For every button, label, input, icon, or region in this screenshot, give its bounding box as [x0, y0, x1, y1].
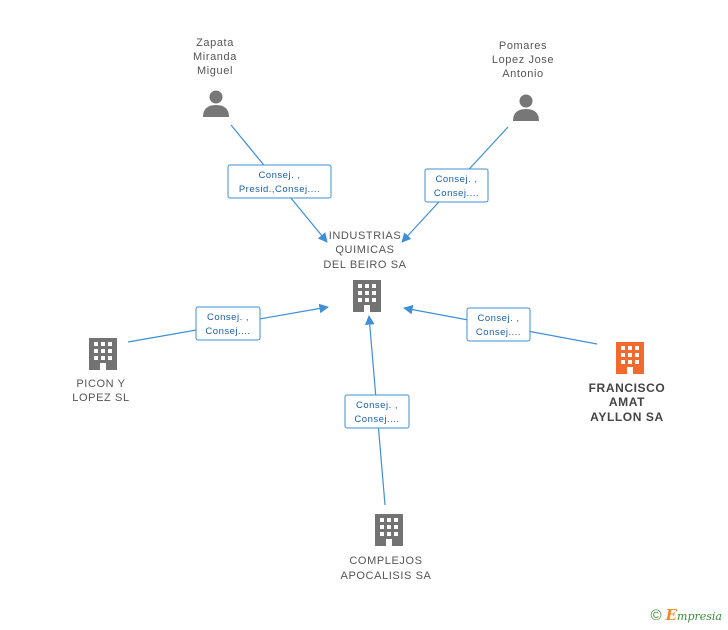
svg-text:Consej. ,: Consej. ,	[207, 312, 249, 323]
svg-text:Consej. ,: Consej. ,	[259, 170, 301, 181]
svg-text:FRANCISCO: FRANCISCO	[589, 381, 666, 395]
node-complejos[interactable]: COMPLEJOS APOCALISIS SA	[341, 514, 432, 582]
brand-initial: E	[665, 606, 678, 624]
svg-text:Antonio: Antonio	[502, 68, 544, 80]
brand-logo: Empresia	[666, 606, 722, 624]
node-picon[interactable]: PICON Y LOPEZ SL	[72, 338, 129, 404]
building-icon	[616, 342, 644, 374]
svg-text:COMPLEJOS: COMPLEJOS	[349, 555, 422, 567]
svg-text:PICON Y: PICON Y	[76, 378, 125, 390]
edge-label-complejos[interactable]: Consej. , Consej....	[344, 394, 410, 429]
building-icon	[375, 514, 403, 546]
edge-label-francisco[interactable]: Consej. , Consej....	[466, 307, 531, 342]
svg-text:QUIMICAS: QUIMICAS	[335, 244, 394, 256]
svg-text:Lopez Jose: Lopez Jose	[492, 54, 554, 66]
node-zapata[interactable]: Zapata Miranda Miguel	[193, 37, 237, 117]
svg-text:Consej. ,: Consej. ,	[478, 313, 520, 324]
svg-text:Consej....: Consej....	[205, 326, 250, 337]
svg-text:Consej....: Consej....	[476, 327, 521, 338]
svg-text:Miguel: Miguel	[197, 65, 233, 77]
edge-label-pomares[interactable]: Consej. , Consej....	[424, 168, 489, 203]
edge-label-picon[interactable]: Consej. , Consej....	[195, 306, 261, 341]
svg-text:Consej....: Consej....	[434, 188, 479, 199]
svg-text:DEL BEIRO SA: DEL BEIRO SA	[323, 259, 406, 271]
svg-text:Presid.,Consej....: Presid.,Consej....	[239, 184, 320, 195]
svg-text:APOCALISIS SA: APOCALISIS SA	[341, 570, 432, 582]
copyright-icon: ©	[650, 606, 662, 624]
svg-text:Zapata: Zapata	[196, 37, 234, 49]
footer-brand[interactable]: © Empresia	[651, 606, 722, 624]
svg-text:LOPEZ SL: LOPEZ SL	[72, 392, 129, 404]
building-icon	[353, 280, 381, 312]
node-francisco[interactable]: FRANCISCO AMAT AYLLON SA	[589, 342, 666, 424]
person-icon	[203, 90, 229, 117]
svg-text:INDUSTRIAS: INDUSTRIAS	[329, 230, 402, 242]
person-icon	[513, 94, 539, 121]
svg-text:Consej....: Consej....	[354, 414, 399, 425]
svg-text:Consej. ,: Consej. ,	[436, 174, 478, 185]
svg-text:Consej. ,: Consej. ,	[356, 400, 398, 411]
svg-text:AMAT: AMAT	[609, 395, 645, 409]
svg-text:AYLLON SA: AYLLON SA	[590, 410, 664, 424]
building-icon	[89, 338, 117, 370]
svg-text:Pomares: Pomares	[499, 40, 547, 52]
svg-text:Miranda: Miranda	[193, 51, 237, 63]
brand-name: mpresia	[677, 610, 722, 623]
edge-label-zapata[interactable]: Consej. , Presid.,Consej....	[227, 164, 332, 199]
node-industrias[interactable]: INDUSTRIAS QUIMICAS DEL BEIRO SA	[323, 230, 406, 312]
node-pomares[interactable]: Pomares Lopez Jose Antonio	[492, 40, 554, 121]
